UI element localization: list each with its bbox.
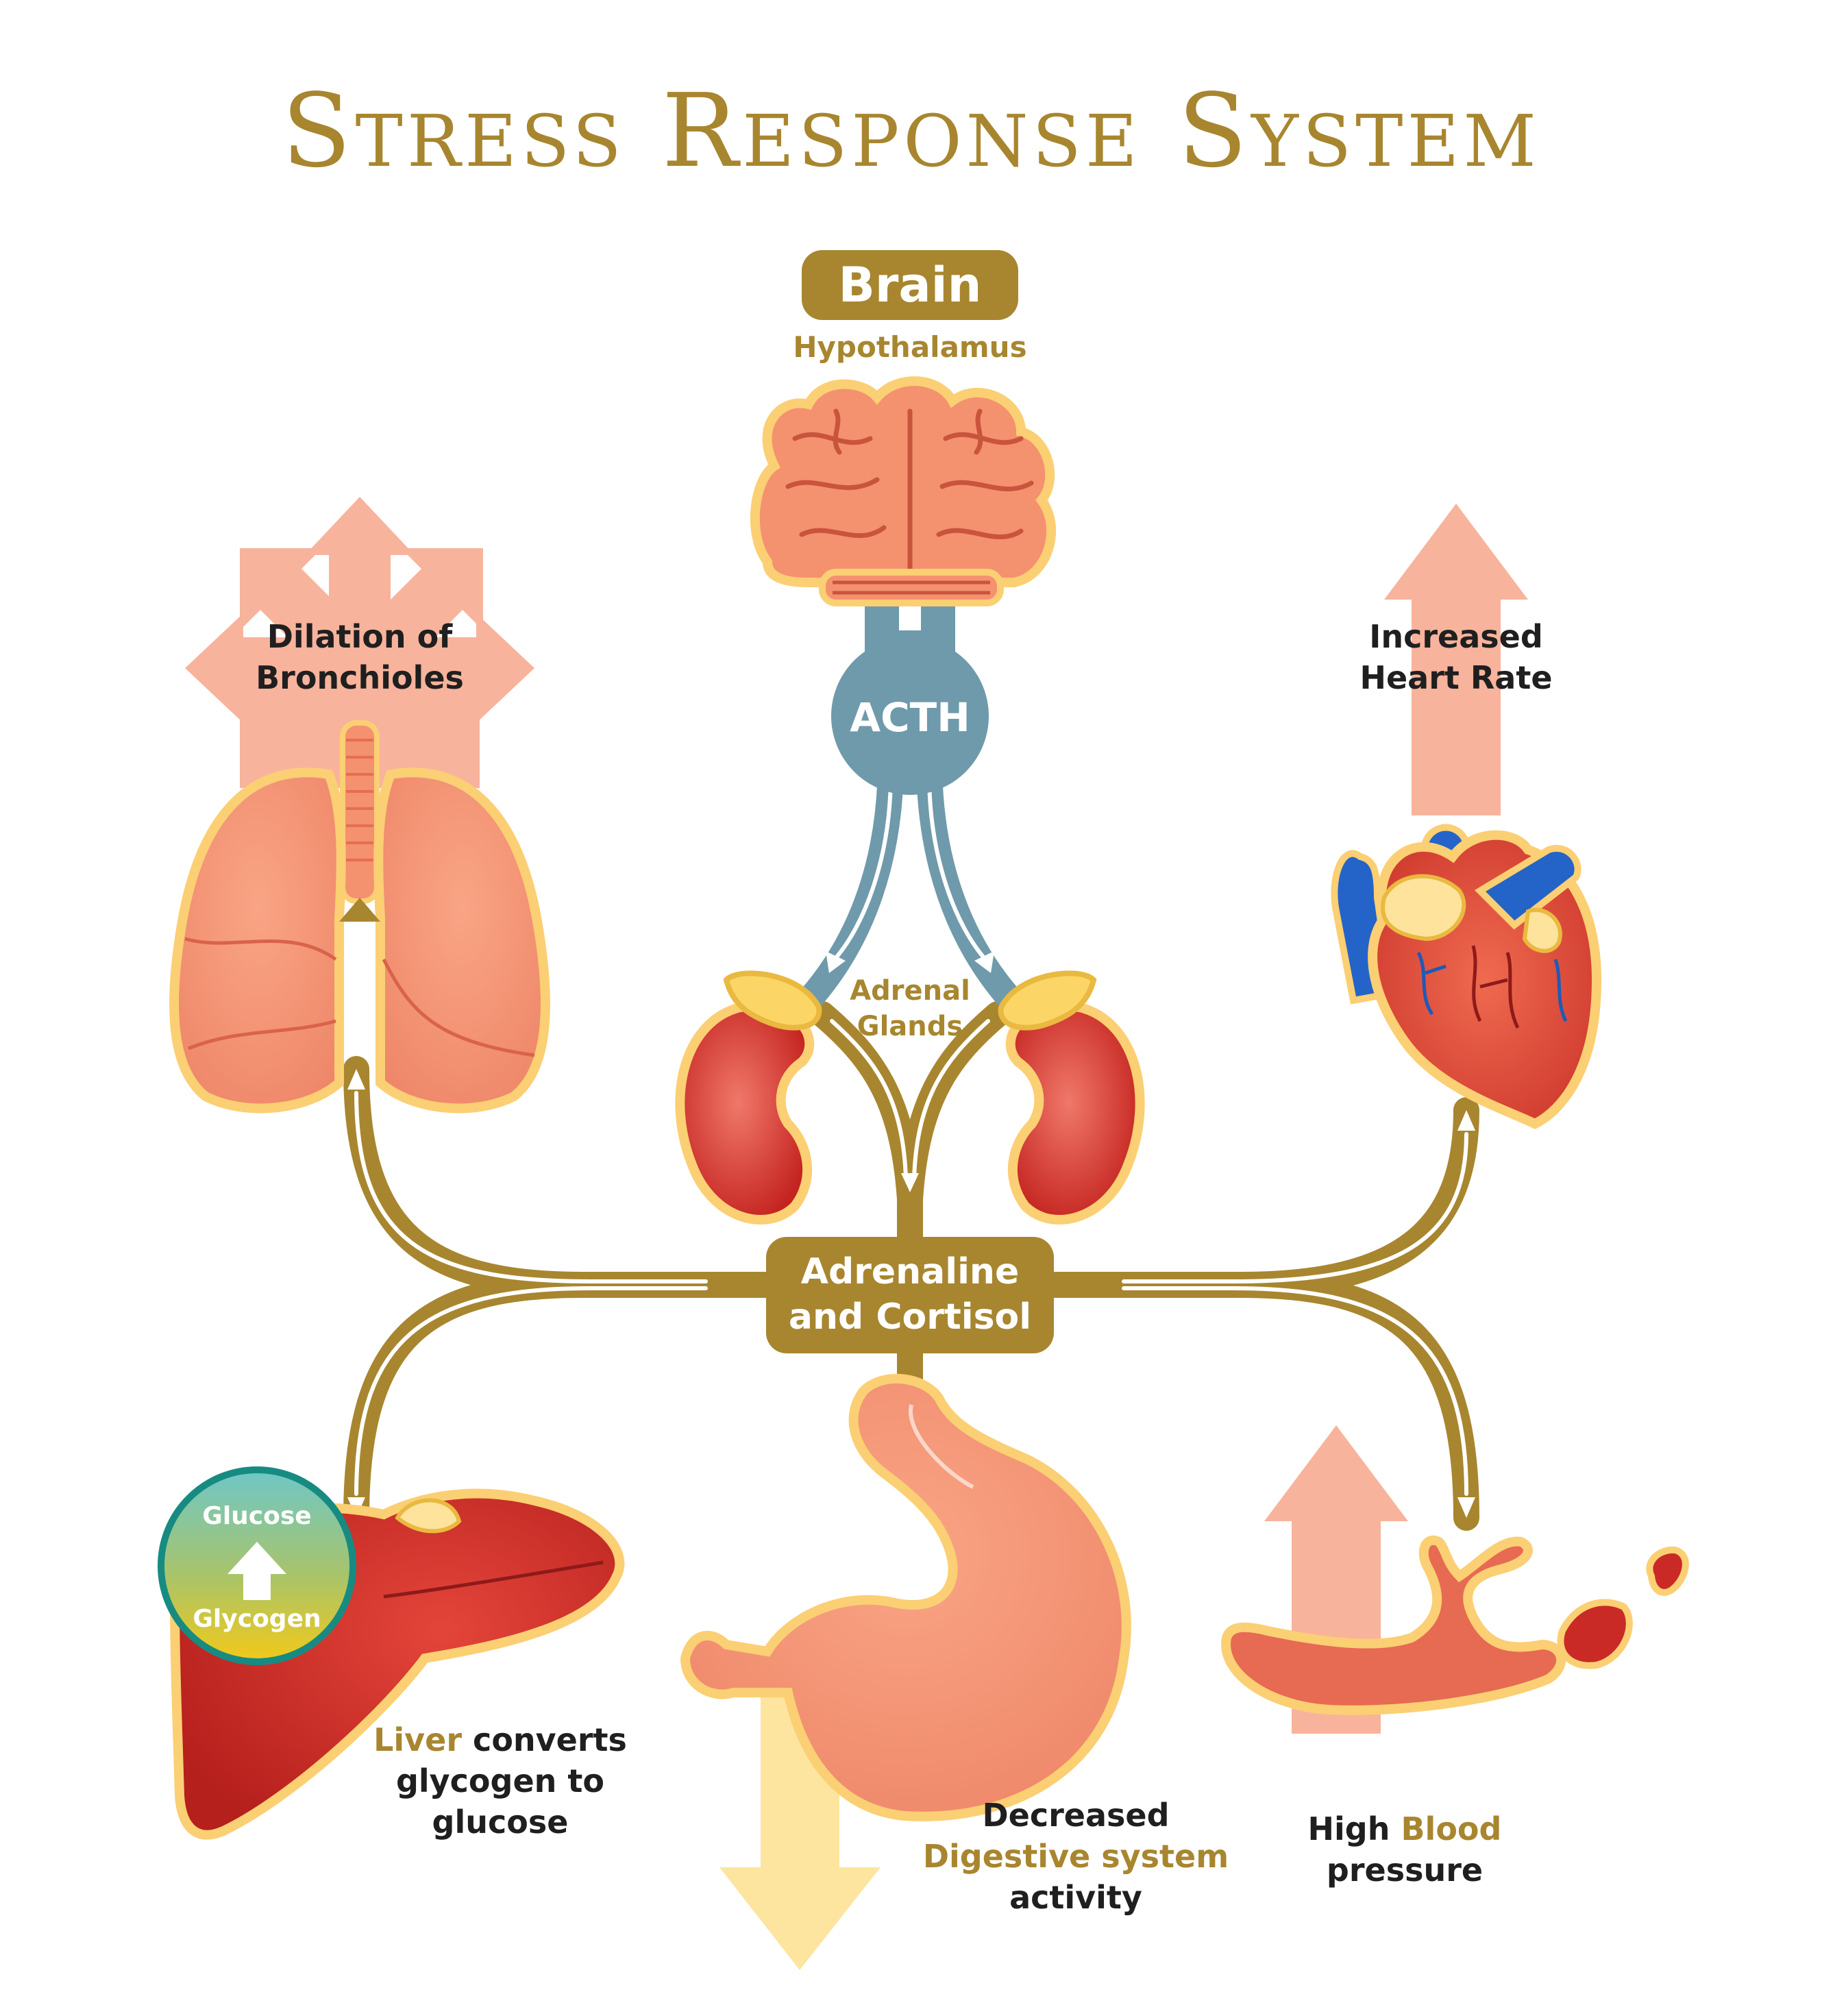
heart-rate-arrow — [1384, 504, 1528, 815]
adrenal-glands-label: Adrenal Glands — [817, 973, 1002, 1044]
liver-line1: Liver converts — [363, 1720, 637, 1761]
digestive-label: Decreased Digestive system activity — [904, 1795, 1247, 1918]
pathway-inner-lines — [354, 1019, 1468, 1496]
digestion-decrease-arrow — [719, 1665, 881, 1970]
page-title: Stress Response System — [282, 72, 1540, 190]
liver-label: Liver converts glycogen to glucose — [363, 1720, 637, 1843]
conversion-up-arrow — [227, 1542, 286, 1600]
bronchioles-line2: Bronchioles — [256, 659, 464, 696]
liver-line3: glucose — [432, 1803, 569, 1841]
acth-node — [831, 637, 989, 795]
brain-illustration — [750, 376, 1056, 606]
kidney-left — [675, 970, 822, 1225]
liver-line1-rest: converts — [462, 1721, 627, 1758]
acth-arrowhead-right — [974, 951, 994, 973]
blood-line1-pre: High — [1307, 1810, 1401, 1847]
acth-arrowhead-left — [826, 951, 846, 973]
glycogen-badge-bottom: Glycogen — [193, 1605, 321, 1633]
glucose-badge-top: Glucose — [202, 1502, 312, 1530]
acth-label: ACTH — [850, 694, 970, 741]
acth-branch-inner — [833, 774, 987, 961]
blood-line2: pressure — [1326, 1851, 1484, 1889]
digestive-line3: activity — [1009, 1878, 1142, 1916]
bronchioles-line1: Dilation of — [267, 618, 453, 655]
kidney-right — [998, 970, 1145, 1225]
hub-line2: and Cortisol — [788, 1296, 1032, 1338]
bronchioles-label: Dilation of Bronchioles — [226, 617, 493, 699]
blood-line1: High Blood — [1275, 1809, 1535, 1850]
blood-highlight: Blood — [1401, 1810, 1502, 1847]
heart-rate-line1: Increased — [1369, 618, 1543, 655]
adrenal-line2: Glands — [857, 1011, 963, 1042]
digestive-line1: Decreased — [982, 1797, 1170, 1834]
brain-label: Brain — [802, 250, 1018, 320]
liver-line2: glycogen to — [395, 1762, 605, 1799]
heart-illustration — [1331, 824, 1602, 1129]
hub-line1: Adrenaline — [800, 1251, 1020, 1292]
adrenal-line1: Adrenal — [850, 975, 970, 1007]
bronchiole-dilation-arrows — [185, 497, 534, 788]
stomach-illustration — [680, 1373, 1131, 1821]
blood-pressure-label: High Blood pressure — [1275, 1809, 1535, 1891]
digestive-line2: Digestive system — [922, 1837, 1229, 1875]
heart-rate-label: Increased Heart Rate — [1343, 617, 1569, 699]
blood-vessel-illustration — [1221, 1535, 1689, 1715]
heart-rate-line2: Heart Rate — [1359, 659, 1553, 696]
adrenaline-cortisol-hub: Adrenaline and Cortisol — [766, 1237, 1054, 1353]
lungs-illustration — [169, 720, 550, 1114]
liver-illustration — [158, 1466, 625, 1840]
liver-highlight: Liver — [373, 1721, 463, 1758]
hypothalamus-label: Hypothalamus — [793, 330, 1027, 364]
